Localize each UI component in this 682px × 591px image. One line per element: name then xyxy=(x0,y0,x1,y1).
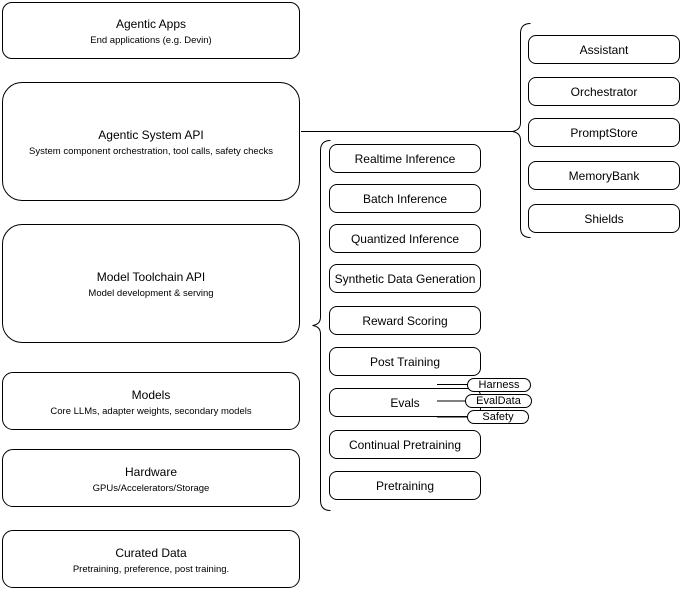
node-label: Synthetic Data Generation xyxy=(334,271,476,286)
node-subtitle: End applications (e.g. Devin) xyxy=(90,35,212,46)
node-memorybank: MemoryBank xyxy=(528,161,680,190)
node-evals: Evals xyxy=(329,388,481,417)
node-agentic-system-api: Agentic System API System component orch… xyxy=(2,82,300,201)
tag-label: Harness xyxy=(478,379,520,391)
node-realtime-inference: Realtime Inference xyxy=(329,144,481,173)
node-model-toolchain-api: Model Toolchain API Model development & … xyxy=(2,224,300,343)
node-label: MemoryBank xyxy=(568,168,640,183)
node-models: Models Core LLMs, adapter weights, secon… xyxy=(2,372,300,430)
node-title: Model Toolchain API xyxy=(96,270,206,284)
node-continual-pretraining: Continual Pretraining xyxy=(329,430,481,459)
node-subtitle: GPUs/Accelerators/Storage xyxy=(92,482,210,494)
node-label: Reward Scoring xyxy=(362,313,448,328)
node-batch-inference: Batch Inference xyxy=(329,184,481,213)
node-label: Orchestrator xyxy=(570,84,638,99)
node-title: Curated Data xyxy=(115,545,187,560)
node-agentic-apps: Agentic Apps End applications (e.g. Devi… xyxy=(2,2,300,59)
node-subtitle: Pretraining, preference, post training. xyxy=(72,563,230,575)
node-assistant: Assistant xyxy=(528,35,680,64)
tag-safety: Safety xyxy=(467,410,529,424)
node-title: Agentic System API xyxy=(98,128,204,142)
node-shields: Shields xyxy=(528,204,680,233)
node-hardware: Hardware GPUs/Accelerators/Storage xyxy=(2,449,300,507)
tag-label: EvalData xyxy=(476,395,521,407)
node-orchestrator: Orchestrator xyxy=(528,77,680,106)
node-label: Pretraining xyxy=(375,478,435,493)
node-label: Post Training xyxy=(369,354,441,369)
tag-label: Safety xyxy=(482,411,514,423)
node-reward-scoring: Reward Scoring xyxy=(329,306,481,335)
node-title: Hardware xyxy=(124,464,178,479)
node-label: Continual Pretraining xyxy=(348,437,462,452)
node-label: PromptStore xyxy=(570,125,638,140)
node-label: Quantized Inference xyxy=(350,231,460,246)
node-synthetic-data-generation: Synthetic Data Generation xyxy=(329,264,481,293)
tag-harness: Harness xyxy=(467,378,531,392)
node-label: Shields xyxy=(584,211,624,226)
node-label: Evals xyxy=(390,395,420,410)
node-post-training: Post Training xyxy=(329,347,481,376)
node-quantized-inference: Quantized Inference xyxy=(329,224,481,253)
node-title: Models xyxy=(131,387,171,402)
node-promptstore: PromptStore xyxy=(528,118,680,147)
node-label: Realtime Inference xyxy=(354,151,456,166)
node-subtitle: Model development & serving xyxy=(88,288,214,299)
node-label: Assistant xyxy=(579,42,629,57)
node-title: Agentic Apps xyxy=(115,17,187,31)
tag-evaldata: EvalData xyxy=(465,394,532,408)
node-curated-data: Curated Data Pretraining, preference, po… xyxy=(2,530,300,588)
node-pretraining: Pretraining xyxy=(329,471,481,500)
brace-toolchain-services xyxy=(312,140,331,511)
node-subtitle: Core LLMs, adapter weights, secondary mo… xyxy=(50,405,252,417)
node-subtitle: System component orchestration, tool cal… xyxy=(29,146,273,157)
node-label: Batch Inference xyxy=(362,191,448,206)
